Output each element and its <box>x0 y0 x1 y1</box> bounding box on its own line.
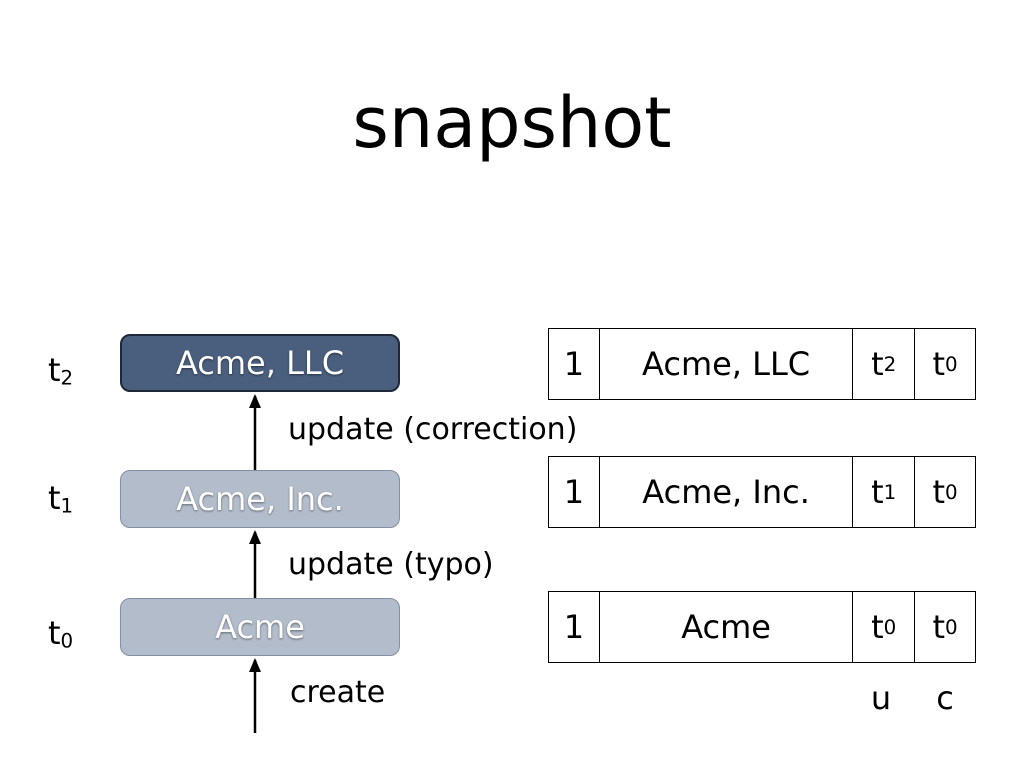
slide-title: snapshot <box>352 82 672 164</box>
operation-update-typo: update (typo) <box>288 547 494 582</box>
cell-name: Acme, Inc. <box>598 457 852 527</box>
arrow-update-correction-head <box>249 394 261 408</box>
column-header-u: u <box>870 679 892 717</box>
cell-id: 1 <box>563 473 585 511</box>
cell-id: 1 <box>563 608 585 646</box>
cell-name: Acme, LLC <box>598 329 852 399</box>
operation-update-correction: update (correction) <box>288 412 578 447</box>
time-label-t1: t1 <box>48 479 74 518</box>
arrow-create-head <box>249 658 261 672</box>
column-header-c: c <box>936 679 954 717</box>
cell-name: Acme <box>598 592 852 662</box>
state-box-current: Acme, LLC <box>120 334 400 392</box>
cell-id: 1 <box>563 345 585 383</box>
time-label-t0: t0 <box>48 614 74 653</box>
time-label-t2: t2 <box>48 351 74 390</box>
state-box-previous: Acme, Inc. <box>120 470 400 528</box>
state-box-initial: Acme <box>120 598 400 656</box>
arrow-update-typo-head <box>249 530 261 544</box>
operation-create: create <box>290 675 386 710</box>
